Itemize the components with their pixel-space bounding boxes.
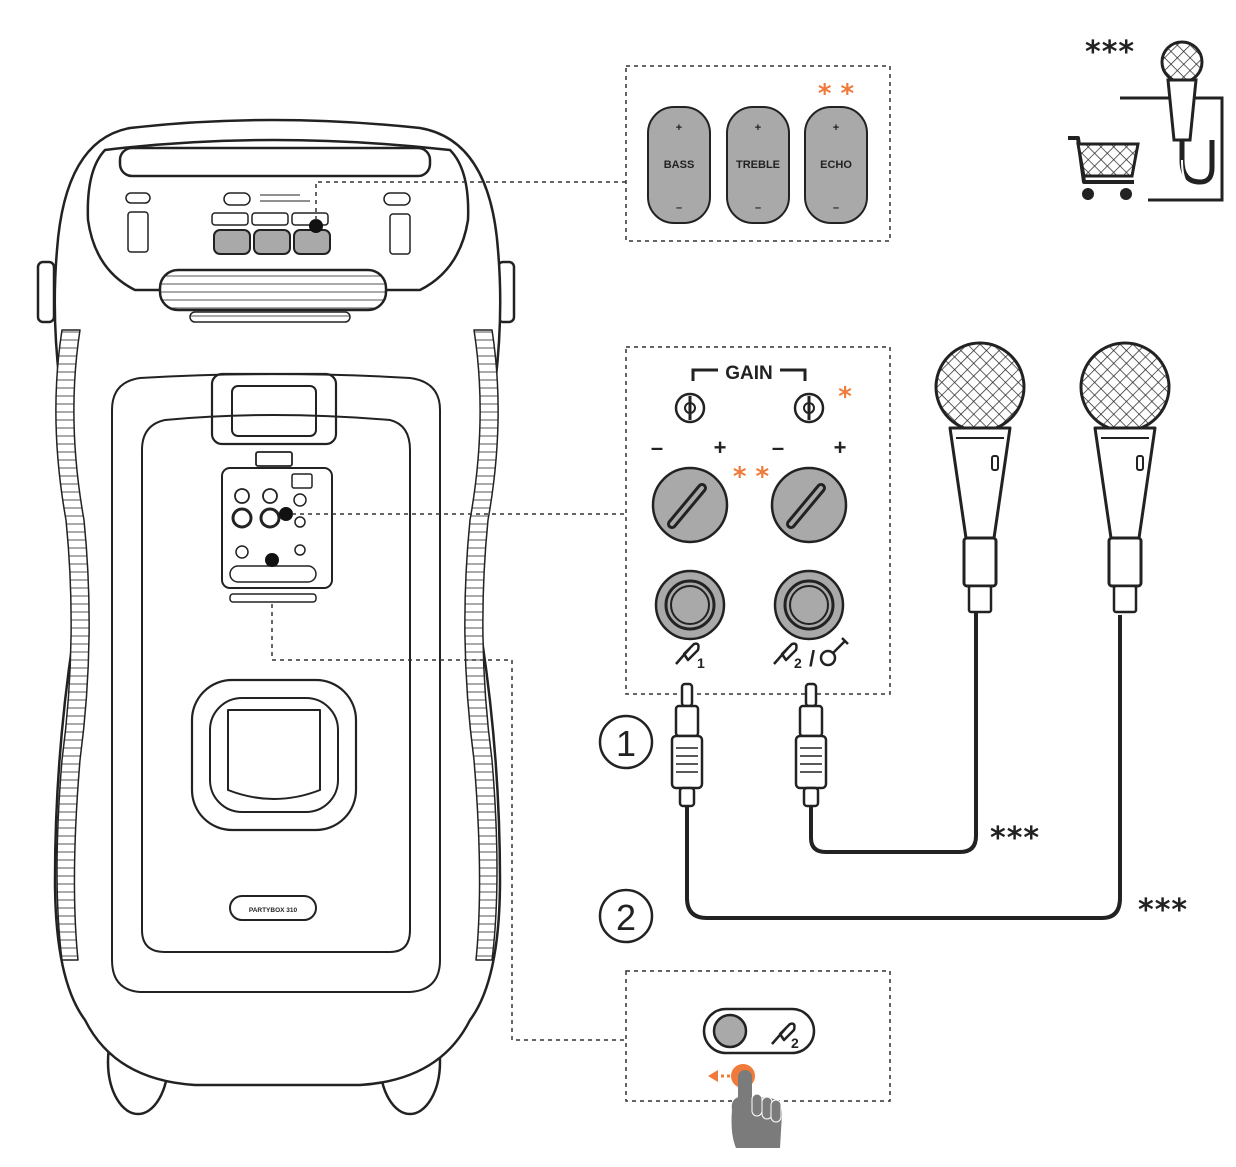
switch-subscript: 2 <box>791 1035 799 1051</box>
left-grille <box>55 329 90 961</box>
bass-plus: + <box>676 122 682 134</box>
echo-minus: – <box>833 202 839 214</box>
mini-bass-button <box>213 229 251 255</box>
mic1-volume-knob <box>651 466 729 544</box>
switch-callout-line <box>271 604 626 1041</box>
cable-short <box>809 612 978 854</box>
speaker-illustration: PARTYBOX 310 <box>36 118 516 1116</box>
mini-treble-button <box>253 229 291 255</box>
left-side-grip <box>36 260 56 324</box>
echo-button: + ECHO – <box>804 106 868 224</box>
cable-long <box>685 615 1122 920</box>
switch-callout-dot <box>265 553 279 567</box>
top-grille-slot <box>158 268 388 312</box>
model-badge <box>229 895 317 921</box>
top-left-light-button <box>127 211 149 253</box>
mic-input-panel: GAIN * – + – + * * <box>625 346 891 695</box>
knob-asterisk-marker: * * <box>733 462 770 492</box>
knob2-minus: – <box>772 435 784 460</box>
echo-asterisk-marker: * * <box>818 79 855 109</box>
top-plate <box>86 138 470 292</box>
lower-handle-recess <box>190 678 358 832</box>
panel-lid <box>210 372 338 446</box>
cart-microphone-icon <box>1160 40 1215 189</box>
callout-lines <box>271 181 626 1041</box>
gain-trim-1 <box>674 392 706 424</box>
sold-separately-cart-icon: *** <box>1068 35 1224 202</box>
mic-panel-frame <box>625 346 891 695</box>
knob1-minus: – <box>651 435 663 460</box>
long-cable-asterisk-marker: *** <box>1138 893 1188 928</box>
cart-asterisk-marker: *** <box>1085 35 1135 70</box>
step-number-2: 2 <box>616 897 636 938</box>
step-number-1: 1 <box>616 723 636 764</box>
mic2-subscript: 2 <box>794 655 802 671</box>
treble-plus: + <box>755 122 761 134</box>
pointing-hand-icon <box>731 1070 782 1148</box>
jack-plug-2 <box>794 682 828 808</box>
treble-label: TREBLE <box>736 159 780 171</box>
input-switch-panel: 2 <box>625 970 891 1148</box>
gain-trim-2 <box>793 392 825 424</box>
top-right-button <box>383 192 411 206</box>
mic2-separator: / <box>809 646 815 671</box>
jack-plug-1 <box>670 682 704 808</box>
gain-bracket <box>691 368 807 381</box>
mic2-icon: 2 / <box>773 642 815 671</box>
speaker-input-panel <box>221 467 333 589</box>
right-grille <box>464 329 499 961</box>
controls-callout-dot <box>309 219 323 233</box>
knob2-plus: + <box>834 435 847 460</box>
mic2-guitar-input-jack <box>773 569 845 641</box>
step-marker-1: 1 <box>598 714 654 770</box>
gain-callout-dot <box>279 507 293 521</box>
guitar-icon <box>819 637 849 667</box>
step-marker-2: 2 <box>598 888 654 944</box>
microphone-1 <box>934 341 1026 614</box>
mic1-icon: 1 <box>675 642 705 671</box>
top-center-power-button <box>223 192 251 206</box>
mic1-input-jack <box>654 569 726 641</box>
controls-panel: + BASS – + TREBLE – + ECHO – * * <box>625 65 891 242</box>
cables <box>685 612 1122 920</box>
mini-echo-button <box>293 229 331 255</box>
model-badge-text: PARTYBOX 310 <box>249 907 298 914</box>
echo-plus: + <box>833 122 839 134</box>
bass-minus: – <box>676 202 682 214</box>
mic1-subscript: 1 <box>697 655 705 671</box>
top-right-volume-button <box>389 213 411 255</box>
switch-panel-frame <box>625 970 891 1102</box>
top-left-button <box>125 192 151 204</box>
switch-knob <box>712 1013 748 1049</box>
microphone-2 <box>1079 341 1171 614</box>
top-handle-slot <box>118 146 432 178</box>
knob1-plus: + <box>714 435 727 460</box>
controls-panel-frame <box>625 65 891 242</box>
treble-button: + TREBLE – <box>726 106 790 224</box>
mic2-volume-knob <box>770 466 848 544</box>
treble-minus: – <box>755 202 761 214</box>
echo-label: ECHO <box>820 159 852 171</box>
gain-asterisk-marker: * <box>838 382 852 412</box>
gain-label: GAIN <box>725 363 773 384</box>
bass-label: BASS <box>664 159 695 171</box>
short-cable-asterisk-marker: *** <box>990 821 1040 856</box>
bass-button: + BASS – <box>647 106 711 224</box>
switch-mic-icon: 2 <box>771 1022 799 1051</box>
